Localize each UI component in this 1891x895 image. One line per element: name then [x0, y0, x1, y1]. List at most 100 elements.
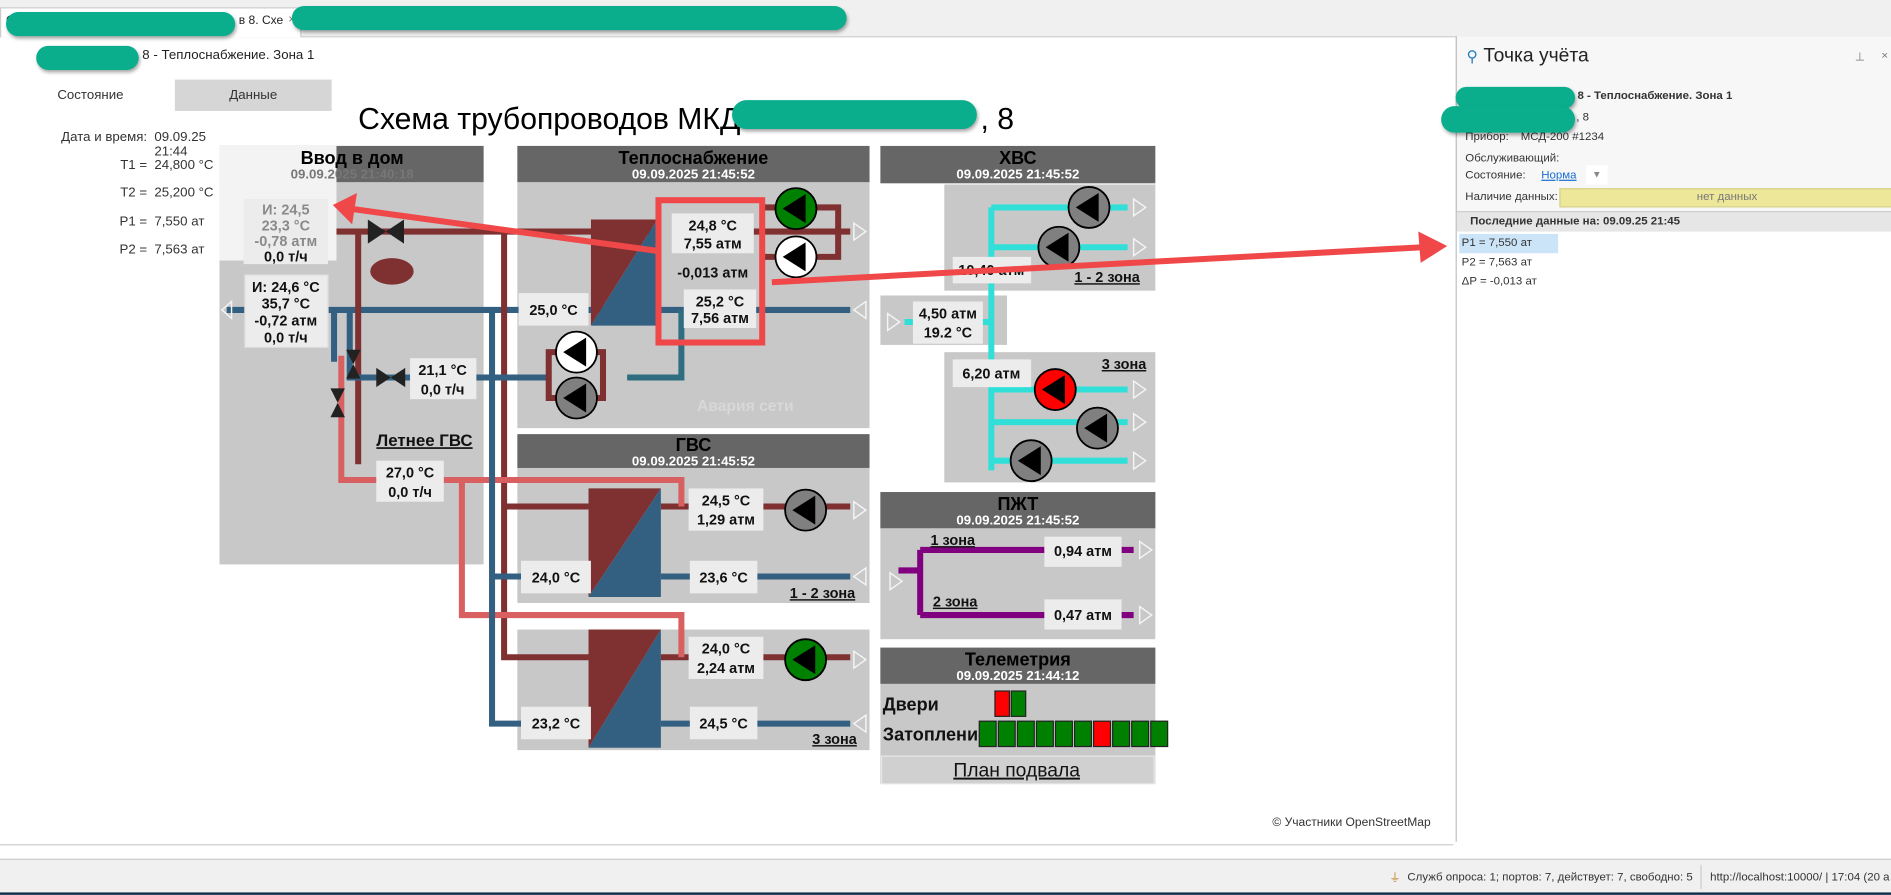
list-item[interactable]: P2 = 7,563 ат — [1461, 255, 1532, 269]
last-data-title: Последние данные на: 09.09.25 21:45 — [1470, 214, 1681, 228]
heat-exchanger-icon — [588, 488, 661, 597]
divider — [0, 844, 1454, 846]
pump-icon[interactable] — [784, 638, 828, 682]
flood-sensor-indicator — [1016, 720, 1035, 748]
svg-text:27,0 °C: 27,0 °C — [386, 466, 435, 482]
summer-dhw-link[interactable]: Летнее ГВС — [376, 431, 472, 450]
fire-zone1-link[interactable]: 1 зона — [930, 533, 975, 549]
pump-icon[interactable] — [1009, 439, 1053, 483]
pump-icon[interactable] — [555, 330, 598, 374]
door-sensors — [994, 690, 1027, 717]
state-row: T2 = — [0, 186, 147, 203]
row-value: 7,563 ат — [154, 242, 205, 257]
row-label: Дата и время: — [61, 130, 148, 145]
flood-sensor-indicator — [1112, 720, 1131, 748]
map-credit[interactable]: © Участники OpenStreetMap — [1272, 816, 1431, 830]
redaction — [6, 12, 236, 37]
valve-icon[interactable] — [367, 219, 405, 244]
svg-text:И: 24,5: И: 24,5 — [262, 203, 309, 219]
svg-text:23,2 °C: 23,2 °C — [532, 716, 581, 732]
device-value: МСД-200 #1234 — [1520, 130, 1605, 144]
row-label: P1 = — [119, 214, 148, 230]
pump-icon[interactable] — [774, 187, 818, 231]
status-link[interactable]: Норма — [1541, 168, 1577, 183]
pump-icon[interactable] — [555, 376, 598, 420]
flood-sensor-indicator — [1092, 720, 1112, 748]
cold-zone3-box: 6,20 атм — [952, 359, 1032, 388]
heat-exchanger-icon — [590, 219, 658, 326]
network-alarm-label: Авария сети — [697, 398, 794, 415]
heating-title: Теплоснабжение — [619, 148, 769, 168]
pump-icon[interactable] — [1067, 186, 1111, 229]
fire-zone1-box: 0,94 атм — [1044, 536, 1122, 567]
status-dropdown-chevron-icon[interactable]: ▼ — [1585, 165, 1608, 185]
expansion-tank-icon — [370, 258, 414, 285]
svg-text:19.2 °C: 19.2 °C — [924, 326, 973, 342]
valve-icon[interactable] — [330, 388, 345, 418]
list-item[interactable]: P1 = 7,550 ат — [1459, 233, 1559, 254]
svg-text:23,6 °C: 23,6 °C — [699, 570, 748, 586]
status-bar: ⏚ Служб опроса: 1; портов: 7, действует:… — [0, 858, 1891, 894]
pump-icon[interactable] — [1076, 406, 1119, 450]
dhw-zone12-supply-box: 24,5 °C1,29 атм — [688, 488, 764, 531]
svg-text:0,0 т/ч: 0,0 т/ч — [264, 331, 308, 347]
tab-data[interactable]: Данные — [174, 79, 332, 111]
row-label: T1 = — [120, 157, 148, 173]
pump-icon[interactable] — [1037, 225, 1081, 269]
redaction — [291, 6, 847, 31]
cold-zone12-link[interactable]: 1 - 2 зона — [1074, 270, 1140, 286]
row-label: P2 = — [119, 242, 148, 257]
tab-state[interactable]: Состояние — [57, 88, 124, 103]
svg-text:23,3 °C: 23,3 °C — [262, 218, 311, 234]
svg-text:24,0 °C: 24,0 °C — [532, 570, 581, 586]
row-label: T2 = — [120, 185, 148, 201]
annotation-arrow — [771, 231, 1448, 286]
pin-icon[interactable]: ⊥ — [1854, 50, 1865, 64]
svg-text:21,1 °C: 21,1 °C — [418, 363, 467, 379]
flood-sensor-indicator — [997, 720, 1016, 748]
close-icon[interactable]: × — [1881, 49, 1889, 63]
valve-icon[interactable] — [376, 367, 406, 388]
last-data-header: Последние данные на: 09.09.25 21:45 — [1456, 211, 1891, 233]
server-status: http://localhost:10000/ | 17:04 (20 а — [1710, 870, 1890, 884]
basement-plan-button[interactable] — [880, 755, 1155, 785]
redaction — [1441, 106, 1576, 133]
dhw-zone12-in-box: 24,0 °C — [520, 560, 591, 594]
service-label: Обслуживающий: — [1465, 151, 1560, 166]
list-item[interactable]: ΔP = -0,013 ат — [1461, 274, 1537, 289]
doors-label: Двери — [883, 694, 939, 714]
flood-sensor-indicator — [1150, 720, 1169, 748]
highlight-box — [655, 197, 766, 346]
tab-close-icon[interactable]: × — [288, 13, 295, 26]
svg-text:0,47 атм: 0,47 атм — [1054, 608, 1112, 624]
valve-icon[interactable] — [346, 349, 361, 379]
object-title: 8 - Теплоснабжение. Зона 1 — [142, 48, 315, 63]
data-availability-bar: нет данных — [1559, 188, 1891, 208]
flood-sensor-indicator — [978, 720, 997, 748]
pump-icon[interactable] — [784, 488, 828, 532]
scheme-title-suffix: , 8 — [980, 103, 1014, 136]
pump-icon[interactable] — [1033, 368, 1077, 411]
heating-dp: -0,013 атм — [677, 265, 748, 281]
state-row: T1 = — [0, 158, 147, 175]
cold-zone3-link[interactable]: 3 зона — [1102, 357, 1147, 373]
svg-text:35,7 °C: 35,7 °C — [262, 297, 311, 313]
pump-icon[interactable] — [774, 235, 818, 279]
flood-label: Затопление — [883, 724, 988, 744]
svg-text:24,0 °C: 24,0 °C — [702, 642, 751, 658]
fire-zone2-link[interactable]: 2 зона — [933, 595, 978, 611]
status-label: Состояние: — [1465, 168, 1526, 183]
dhw-zone3-link[interactable]: 3 зона — [812, 732, 857, 748]
dhw-zone12-link[interactable]: 1 - 2 зона — [790, 586, 856, 602]
services-status: Служб опроса: 1; портов: 7, действует: 7… — [1407, 870, 1693, 884]
basement-plan-link[interactable]: План подвала — [953, 761, 1080, 782]
scheme-title: Схема трубопроводов МКД — [358, 103, 740, 136]
fire-zone2-box: 0,47 атм — [1044, 599, 1122, 630]
svg-text:25,0 °C: 25,0 °C — [529, 303, 578, 319]
svg-text:7,56 атм: 7,56 атм — [691, 311, 749, 327]
redaction — [1455, 86, 1576, 109]
row-value: 25,200 °C — [154, 185, 214, 201]
